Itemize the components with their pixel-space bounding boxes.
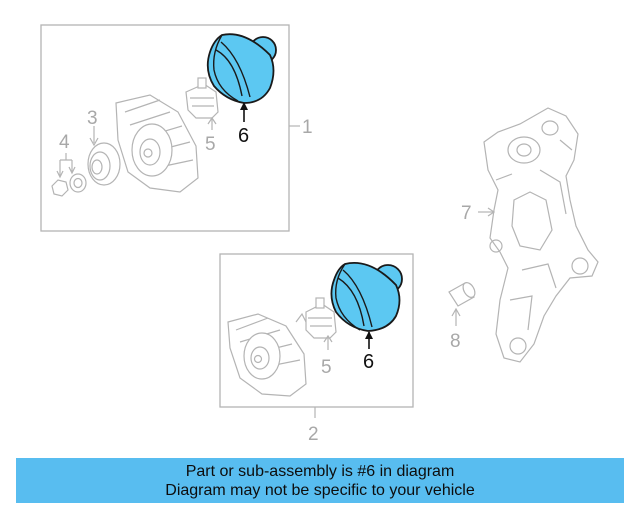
parts-diagram: 1 3 4 5 6 [40, 24, 599, 445]
mounting-bracket [483, 107, 599, 363]
assembly-1-box [40, 24, 290, 232]
cover-top-highlighted [206, 33, 277, 104]
assembly-2-box [219, 253, 414, 408]
alternator-bottom [227, 312, 309, 397]
callout-4: 4 [59, 132, 70, 153]
callout-3: 3 [87, 108, 98, 129]
callout-1: 1 [302, 117, 313, 138]
banner-line-2: Diagram may not be specific to your vehi… [165, 481, 475, 499]
banner-line-1: Part or sub-assembly is #6 in diagram [185, 462, 455, 480]
callout-7: 7 [461, 203, 472, 224]
nut-and-washer [51, 173, 87, 197]
callout-6-bottom: 6 [363, 351, 374, 373]
cover-bottom-highlighted [330, 262, 403, 332]
info-banner: Part or sub-assembly is #6 in diagram Di… [16, 458, 624, 503]
pulley [87, 142, 121, 186]
callout-5-top: 5 [205, 134, 216, 155]
callout-2: 2 [308, 424, 319, 445]
regulator-top [185, 77, 219, 119]
callout-8: 8 [450, 331, 461, 352]
alternator-top [115, 94, 201, 193]
callout-5-bottom: 5 [321, 357, 332, 378]
sleeve [448, 282, 476, 307]
callout-6-top: 6 [238, 125, 249, 147]
regulator-bottom [305, 297, 337, 339]
